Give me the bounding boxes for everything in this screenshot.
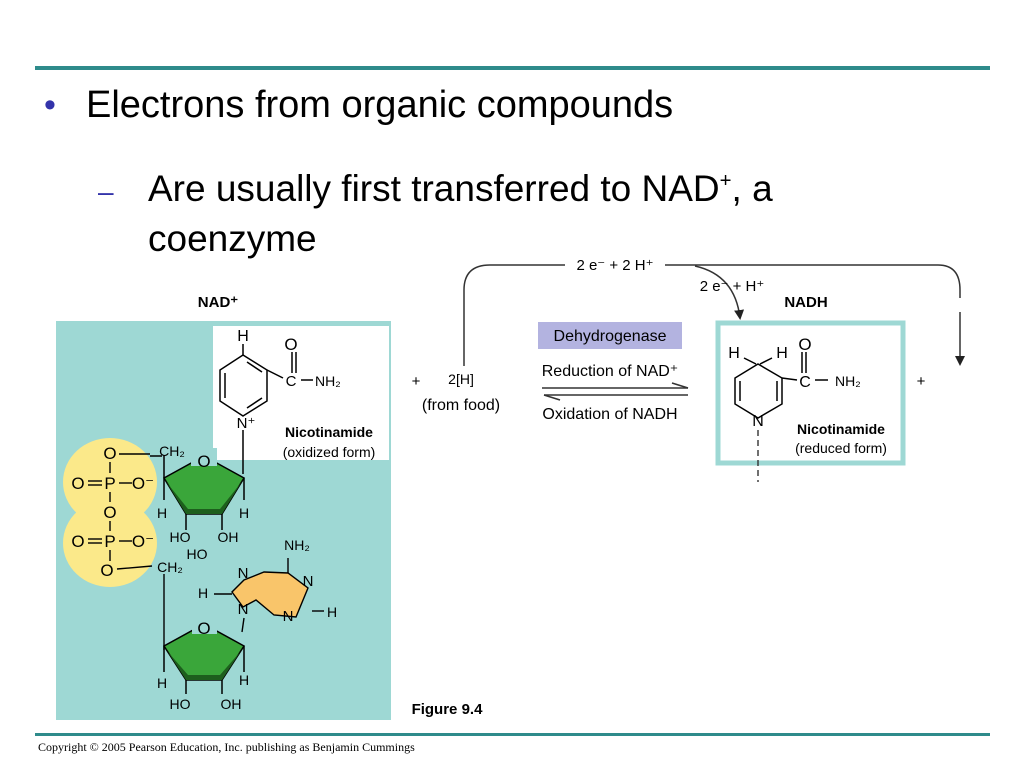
equilibrium-arrows [542,382,689,401]
adenine-n9: N [238,601,249,618]
ribose-lower-h-left: H [157,675,167,691]
two-h-label: 2[H] [448,371,474,387]
atom-nh2: NH₂ [315,373,341,389]
nadh-c: C [799,374,811,391]
adenine-n7: N [238,565,249,582]
adenine-h2: H [327,604,337,620]
ribose-lower-bonds [163,646,245,694]
nadh-h-left: H [728,345,740,362]
phosphate-group [63,438,157,587]
phos1-o-minus: O⁻ [132,474,154,493]
ribose-lower [162,616,246,681]
ribose-upper-ho: HO [170,529,191,545]
atom-c: C [286,373,297,390]
atom-h: H [237,328,249,345]
ribose-upper-o: O [197,452,210,471]
mid-arrow [694,265,745,320]
atom-o: O [284,335,297,354]
sub-bullet-dash: – [98,176,114,207]
top-arrow-left [463,264,565,366]
plus-right: + [917,373,926,390]
dehydrogenase-label: Dehydrogenase [554,328,667,345]
phos2-p: P [104,532,115,551]
nad-title: NAD⁺ [198,294,238,311]
nadh-n: N [752,413,764,430]
pyridinium-ring [219,344,313,474]
phos1-o-left: O [71,474,84,493]
adenine-n1: N [303,573,314,590]
ribose-upper-h-left: H [157,505,167,521]
nadh-nh2: NH₂ [835,373,861,389]
adenine-n3: N [283,608,294,625]
ch2-upper: CH₂ [159,443,185,459]
atom-n-plus: N⁺ [237,415,256,432]
adenine-nh2: NH₂ [284,537,310,553]
sub-bullet-line2: coenzyme [148,218,317,259]
nicotinamide-label: Nicotinamide [285,424,373,440]
from-food-label: (from food) [422,397,500,414]
phosphate-bonds [88,453,165,650]
adenine-h8: H [198,585,208,601]
dihydropyridine-ring [734,352,828,419]
adenine-ho: HO [187,546,208,562]
ribose-lower-ho: HO [170,696,191,712]
bottom-rule [35,733,990,736]
bullet-dot: • [44,86,56,124]
top-rule [35,66,990,70]
copyright: Copyright © 2005 Pearson Education, Inc.… [38,740,415,754]
phos-o-bottom: O [100,561,113,580]
phos2-o-minus: O⁻ [132,532,154,551]
figure-label: Figure 9.4 [412,701,484,718]
ch2-lower: CH₂ [157,559,183,575]
nadh-box [715,320,906,466]
sub-bullet-end: , a [731,168,773,209]
nadh-nicotinamide-label: Nicotinamide [797,421,885,437]
phos-o-top: O [103,444,116,463]
phos2-o-left: O [71,532,84,551]
nadh-title: NADH [784,294,827,311]
ribose-upper-oh: OH [218,529,239,545]
ribose-upper-h-right: H [239,505,249,521]
nadh-o: O [798,335,811,354]
sub-bullet-line1: Are usually first transferred to NAD+, a [148,168,773,210]
mid-arrow-label: 2 e⁻ + H⁺ [700,278,765,295]
reduction-label: Reduction of NAD⁺ [542,363,679,380]
oxidation-label: Oxidation of NADH [542,406,677,423]
phos-o-bridge: O [103,503,116,522]
nadh-h-right: H [776,345,788,362]
bullet-text: Electrons from organic compounds [86,84,674,126]
ribose-upper [162,448,246,515]
ribose-lower-o: O [197,619,210,638]
top-arrow-right [665,264,961,298]
ribose-lower-h-right: H [239,672,249,688]
oxidized-form-label: (oxidized form) [283,444,376,460]
sub-bullet-text: Are usually first transferred to NAD [148,168,720,209]
plus-left: + [412,373,421,390]
adenine [214,558,324,633]
top-arrow-label: 2 e⁻ + 2 H⁺ [576,257,653,274]
reduced-form-label: (reduced form) [795,440,887,456]
ribose-upper-bonds [150,455,245,530]
phos1-p: P [104,474,115,493]
ribose-lower-oh: OH [221,696,242,712]
enzyme-box [538,322,682,349]
sub-bullet-sup: + [719,169,732,192]
